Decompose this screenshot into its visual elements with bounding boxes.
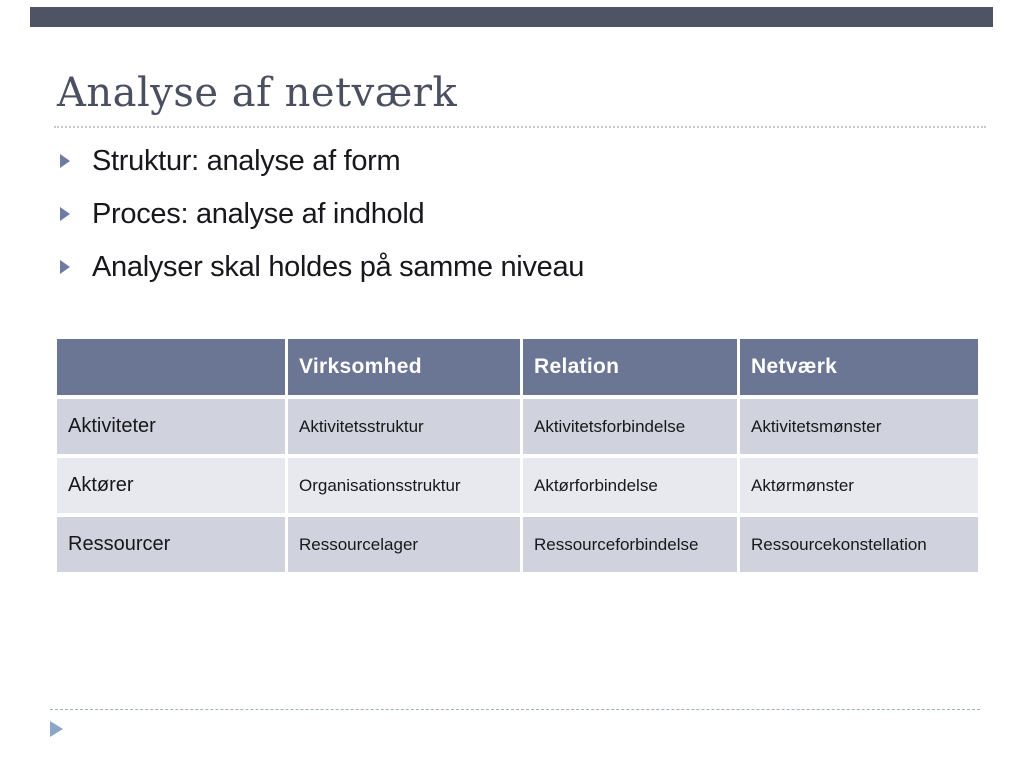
bullet-text: Struktur: analyse af form <box>92 145 401 177</box>
top-accent-bar <box>30 7 993 27</box>
bullet-item: Analyser skal holdes på samme niveau <box>60 249 584 285</box>
table-cell: Aktivitetsstruktur <box>288 399 520 454</box>
bullet-item: Struktur: analyse af form <box>60 143 584 179</box>
analysis-table: Virksomhed Relation Netværk Aktiviteter … <box>54 335 981 576</box>
row-label: Aktiviteter <box>57 399 285 454</box>
arrow-bullet-icon <box>60 260 70 274</box>
table-header-relation: Relation <box>523 339 737 395</box>
table-header-empty <box>57 339 285 395</box>
table-cell: Aktivitetsmønster <box>740 399 978 454</box>
table-cell: Aktørforbindelse <box>523 458 737 513</box>
arrow-bullet-icon <box>60 154 70 168</box>
title-divider <box>54 126 986 128</box>
table-cell: Ressourceforbindelse <box>523 517 737 572</box>
table-row: Aktører Organisationsstruktur Aktørforbi… <box>57 458 978 513</box>
table-cell: Aktivitetsforbindelse <box>523 399 737 454</box>
bullet-list: Struktur: analyse af form Proces: analys… <box>60 143 584 302</box>
row-label: Aktører <box>57 458 285 513</box>
table-cell: Ressourcekonstellation <box>740 517 978 572</box>
table-header-virksomhed: Virksomhed <box>288 339 520 395</box>
table-header-row: Virksomhed Relation Netværk <box>57 339 978 395</box>
table-cell: Ressourcelager <box>288 517 520 572</box>
slide-title: Analyse af netværk <box>57 70 458 116</box>
table-cell: Organisationsstruktur <box>288 458 520 513</box>
table-row: Aktiviteter Aktivitetsstruktur Aktivitet… <box>57 399 978 454</box>
bullet-item: Proces: analyse af indhold <box>60 196 584 232</box>
bullet-text: Proces: analyse af indhold <box>92 198 425 230</box>
footer-triangle-icon <box>50 721 63 737</box>
table-row: Ressourcer Ressourcelager Ressourceforbi… <box>57 517 978 572</box>
table-cell: Aktørmønster <box>740 458 978 513</box>
footer-divider <box>50 709 980 710</box>
table-header-netvaerk: Netværk <box>740 339 978 395</box>
arrow-bullet-icon <box>60 207 70 221</box>
row-label: Ressourcer <box>57 517 285 572</box>
bullet-text: Analyser skal holdes på samme niveau <box>92 251 585 283</box>
